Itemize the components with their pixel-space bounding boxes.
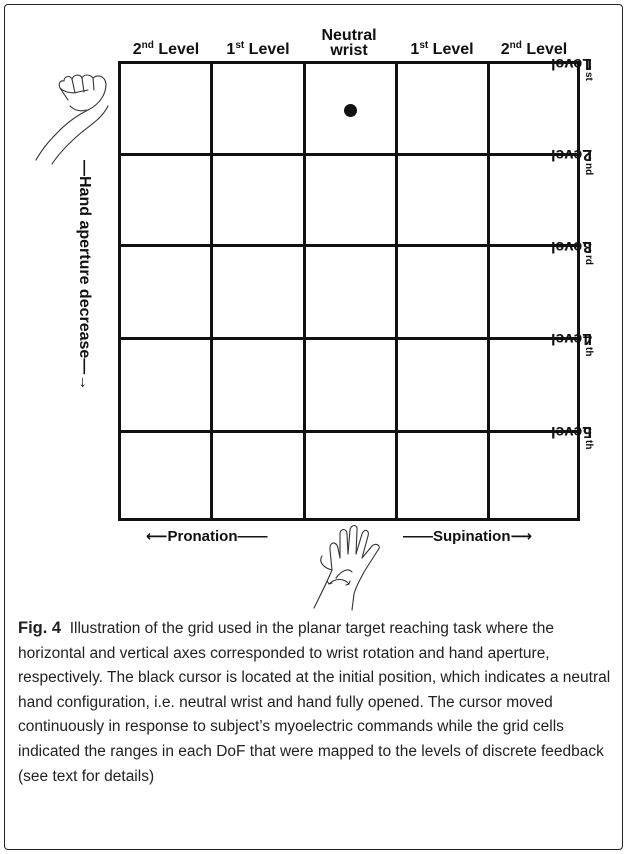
grid-line — [487, 64, 490, 518]
open-hand-rotation-icon — [313, 524, 380, 611]
figure-frame — [4, 4, 623, 850]
grid-line — [121, 244, 577, 247]
grid-line — [121, 153, 577, 156]
target-grid — [118, 61, 580, 521]
pronation-axis-label: ⟵Pronation—— — [146, 528, 268, 545]
caption-label: Fig. 4 — [18, 619, 62, 637]
grid-line — [395, 64, 398, 518]
closing-hand-icon — [35, 74, 109, 165]
supination-axis-label: ——Supination⟶ — [403, 528, 532, 545]
column-header: 1st Level — [410, 40, 474, 58]
column-header-neutral: Neutral wrist — [321, 27, 377, 59]
column-header: 2nd Level — [500, 40, 568, 58]
column-header: 2nd Level — [132, 40, 200, 58]
grid-line — [121, 337, 577, 340]
column-header: 1st Level — [226, 40, 290, 58]
grid-line — [121, 430, 577, 433]
caption-text: Illustration of the grid used in the pla… — [18, 620, 611, 785]
figure-caption: Fig. 4 Illustration of the grid used in … — [18, 616, 614, 789]
grid-line — [210, 64, 213, 518]
cursor-dot — [344, 104, 357, 117]
grid-line — [303, 64, 306, 518]
